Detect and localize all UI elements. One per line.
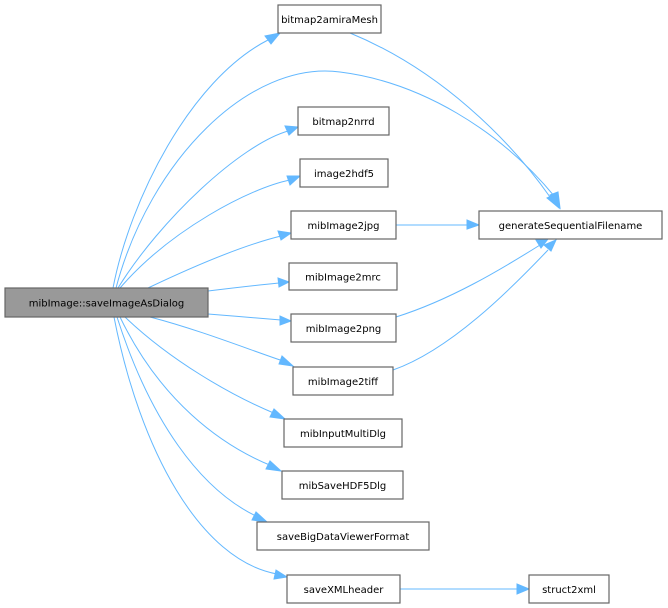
edge-line <box>119 179 291 289</box>
node-box <box>4 287 209 318</box>
edge-line <box>115 70 556 289</box>
edge-root-to-saveBigDataViewerFormat <box>116 316 269 523</box>
node-box <box>290 210 397 240</box>
edge-root-to-mibImage2jpg <box>147 230 293 289</box>
arrowhead-icon <box>277 277 291 288</box>
arrowhead-icon <box>516 583 531 595</box>
edge-root-to-mibInputMultiDlg <box>124 316 287 420</box>
node-label: mibImage2mrc <box>305 273 381 284</box>
arrowhead-icon <box>277 230 293 241</box>
arrowhead-icon <box>466 219 481 230</box>
edge-root-to-mibImage2tiff <box>149 316 295 367</box>
arrowhead-icon <box>546 193 560 210</box>
edge-line <box>147 235 282 289</box>
edge-line <box>349 32 551 198</box>
node-label: mibSaveHDF5Dlg <box>299 481 387 492</box>
node-label: mibImage::saveImageAsDialog <box>29 299 185 310</box>
node-label: mibImage2tiff <box>308 377 379 388</box>
node-box <box>286 574 401 604</box>
node-box <box>528 574 610 604</box>
arrowhead-icon <box>251 511 269 523</box>
node-label: bitmap2nrrd <box>312 117 374 128</box>
edge-root-to-mibSaveHDF5Dlg <box>119 316 283 472</box>
node-box <box>277 4 382 34</box>
edge-bitmap2amiraMesh-to-generateSequentialFilename <box>349 32 560 210</box>
node-label: mibInputMultiDlg <box>300 429 386 440</box>
edge-line <box>207 282 280 292</box>
arrowhead-icon <box>278 355 295 367</box>
edge-root-to-mibImage2png <box>207 313 293 326</box>
node-mibImage2tiff[interactable]: mibImage2tiff <box>292 366 394 396</box>
arrowhead-icon <box>265 460 283 472</box>
node-generateSequentialFilename[interactable]: generateSequentialFilename <box>478 210 663 240</box>
node-box <box>478 210 663 240</box>
node-mibSaveHDF5Dlg[interactable]: mibSaveHDF5Dlg <box>281 470 404 500</box>
node-box <box>288 262 398 291</box>
edges-layer <box>112 32 561 595</box>
edge-line <box>116 316 259 518</box>
node-label: generateSequentialFilename <box>499 221 643 232</box>
edge-mibImage2tiff-to-generateSequentialFilename <box>392 239 557 371</box>
node-box <box>290 313 397 343</box>
node-saveBigDataViewerFormat[interactable]: saveBigDataViewerFormat <box>256 521 430 551</box>
node-box <box>297 106 390 136</box>
node-mibImage2jpg[interactable]: mibImage2jpg <box>290 210 397 240</box>
node-saveXMLheader[interactable]: saveXMLheader <box>286 574 401 604</box>
node-bitmap2nrrd[interactable]: bitmap2nrrd <box>297 106 390 136</box>
node-label: saveBigDataViewerFormat <box>277 532 410 543</box>
edge-line <box>395 244 541 318</box>
edge-line <box>117 130 289 289</box>
arrowhead-icon <box>269 408 287 420</box>
edge-line <box>392 249 549 371</box>
edge-line <box>207 313 282 321</box>
edge-saveXMLheader-to-struct2xml <box>400 583 531 595</box>
node-label: mibImage2jpg <box>307 221 379 232</box>
edge-mibImage2jpg-to-generateSequentialFilename <box>395 219 481 230</box>
edge-root-to-bitmap2amiraMesh <box>112 32 282 289</box>
edge-line <box>113 316 278 575</box>
node-struct2xml[interactable]: struct2xml <box>528 574 610 604</box>
edge-root-to-mibImage2mrc <box>207 277 291 292</box>
node-mibInputMultiDlg[interactable]: mibInputMultiDlg <box>283 418 403 448</box>
edge-root-to-saveXMLheader <box>113 316 289 580</box>
node-box <box>299 158 389 188</box>
arrowhead-icon <box>286 175 302 186</box>
node-box <box>256 521 430 551</box>
node-bitmap2amiraMesh[interactable]: bitmap2amiraMesh <box>277 4 382 34</box>
node-label: bitmap2amiraMesh <box>281 15 378 26</box>
node-box <box>281 470 404 500</box>
node-label: image2hdf5 <box>314 169 374 180</box>
node-label: struct2xml <box>542 585 596 596</box>
node-mibImage2mrc[interactable]: mibImage2mrc <box>288 262 398 291</box>
edge-root-to-image2hdf5 <box>119 175 302 289</box>
edge-line <box>149 316 284 362</box>
arrowhead-icon <box>543 239 557 252</box>
arrowhead-icon <box>264 32 282 45</box>
arrowhead-icon <box>279 315 293 326</box>
node-image2hdf5[interactable]: image2hdf5 <box>299 158 389 188</box>
arrowhead-icon <box>273 569 289 580</box>
edge-line <box>112 39 269 289</box>
node-box <box>292 366 394 396</box>
node-label: saveXMLheader <box>304 585 385 596</box>
nodes-layer: mibImage::saveImageAsDialog bitmap2amiraM… <box>4 4 663 604</box>
arrowhead-icon <box>284 125 300 136</box>
node-mibImage2png[interactable]: mibImage2png <box>290 313 397 343</box>
edge-line <box>124 316 277 415</box>
edge-mibImage2png-to-generateSequentialFilename <box>395 238 550 318</box>
root-node[interactable]: mibImage::saveImageAsDialog <box>4 287 209 318</box>
edge-line <box>119 316 273 467</box>
node-label: mibImage2png <box>306 324 382 335</box>
node-box <box>283 418 403 448</box>
edge-root-to-bitmap2nrrd <box>117 125 300 289</box>
